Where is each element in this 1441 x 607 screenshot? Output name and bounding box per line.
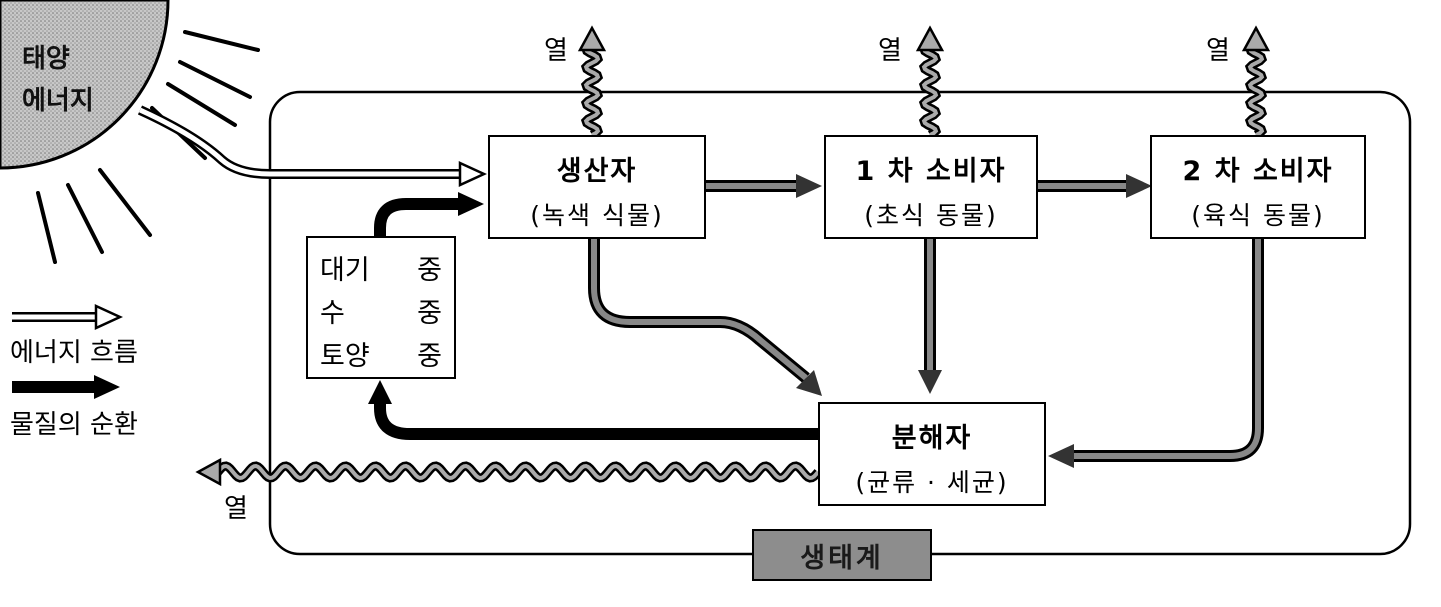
consumer2-box: 2 차 소비자 (육식 동물) bbox=[1150, 135, 1366, 239]
pool-row3-left: 토양 bbox=[320, 341, 370, 372]
sun-label-line2: 에너지 bbox=[22, 86, 94, 116]
consumer1-box: 1 차 소비자 (초식 동물) bbox=[824, 135, 1038, 239]
producer-title: 생산자 bbox=[556, 156, 638, 187]
decomposer-to-pool-arrow bbox=[368, 380, 818, 440]
consumer1-title: 1 차 소비자 bbox=[855, 156, 1007, 187]
pool-row2-left: 수 bbox=[320, 298, 345, 329]
abiotic-pool-box: 대기 중 수 중 토양 중 bbox=[306, 236, 456, 379]
consumer1-subtitle: (초식 동물) bbox=[864, 201, 998, 230]
sun-to-producer-arrow bbox=[137, 105, 488, 187]
pool-row3-right: 중 bbox=[417, 341, 442, 372]
heat-arrow-consumer1 bbox=[915, 25, 945, 140]
sun-shape bbox=[0, 0, 170, 170]
heat-arrow-decomposer bbox=[195, 457, 822, 487]
pool-row1-left: 대기 bbox=[320, 255, 370, 286]
heat-arrow-producer bbox=[577, 25, 607, 140]
ecosystem-label: 생태계 bbox=[752, 529, 932, 581]
consumer2-subtitle: (육식 동물) bbox=[1191, 201, 1325, 230]
producer-to-consumer1-arrow bbox=[706, 174, 822, 198]
producer-subtitle: (녹색 식물) bbox=[530, 201, 664, 230]
legend-matter-cycle-label: 물질의 순환 bbox=[10, 410, 138, 440]
decomposer-box: 분해자 (균류 · 세균) bbox=[818, 402, 1046, 506]
consumer2-title: 2 차 소비자 bbox=[1182, 156, 1334, 187]
pool-row1-right: 중 bbox=[417, 255, 442, 286]
producer-box: 생산자 (녹색 식물) bbox=[488, 135, 706, 239]
decomposer-subtitle: (균류 · 세균) bbox=[855, 468, 1009, 497]
consumer2-to-decomposer-arrow bbox=[1048, 238, 1264, 468]
consumer1-to-consumer2-arrow bbox=[1038, 174, 1152, 198]
consumer1-to-decomposer-arrow bbox=[918, 238, 942, 394]
heat-label-consumer1: 열 bbox=[878, 36, 902, 66]
decomposer-title: 분해자 bbox=[891, 423, 973, 454]
pool-to-producer-arrow bbox=[374, 192, 484, 236]
legend-energy-flow-label: 에너지 흐름 bbox=[10, 338, 138, 368]
sun-label-line1: 태양 bbox=[22, 44, 70, 74]
pool-row2-right: 중 bbox=[417, 298, 442, 329]
heat-arrow-consumer2 bbox=[1241, 25, 1271, 140]
legend-energy-arrow bbox=[12, 304, 124, 330]
producer-to-decomposer-arrow bbox=[588, 238, 822, 396]
heat-label-consumer2: 열 bbox=[1206, 36, 1230, 66]
heat-label-decomposer: 열 bbox=[224, 494, 248, 524]
heat-label-producer: 열 bbox=[544, 36, 568, 66]
legend-matter-arrow bbox=[12, 375, 120, 399]
